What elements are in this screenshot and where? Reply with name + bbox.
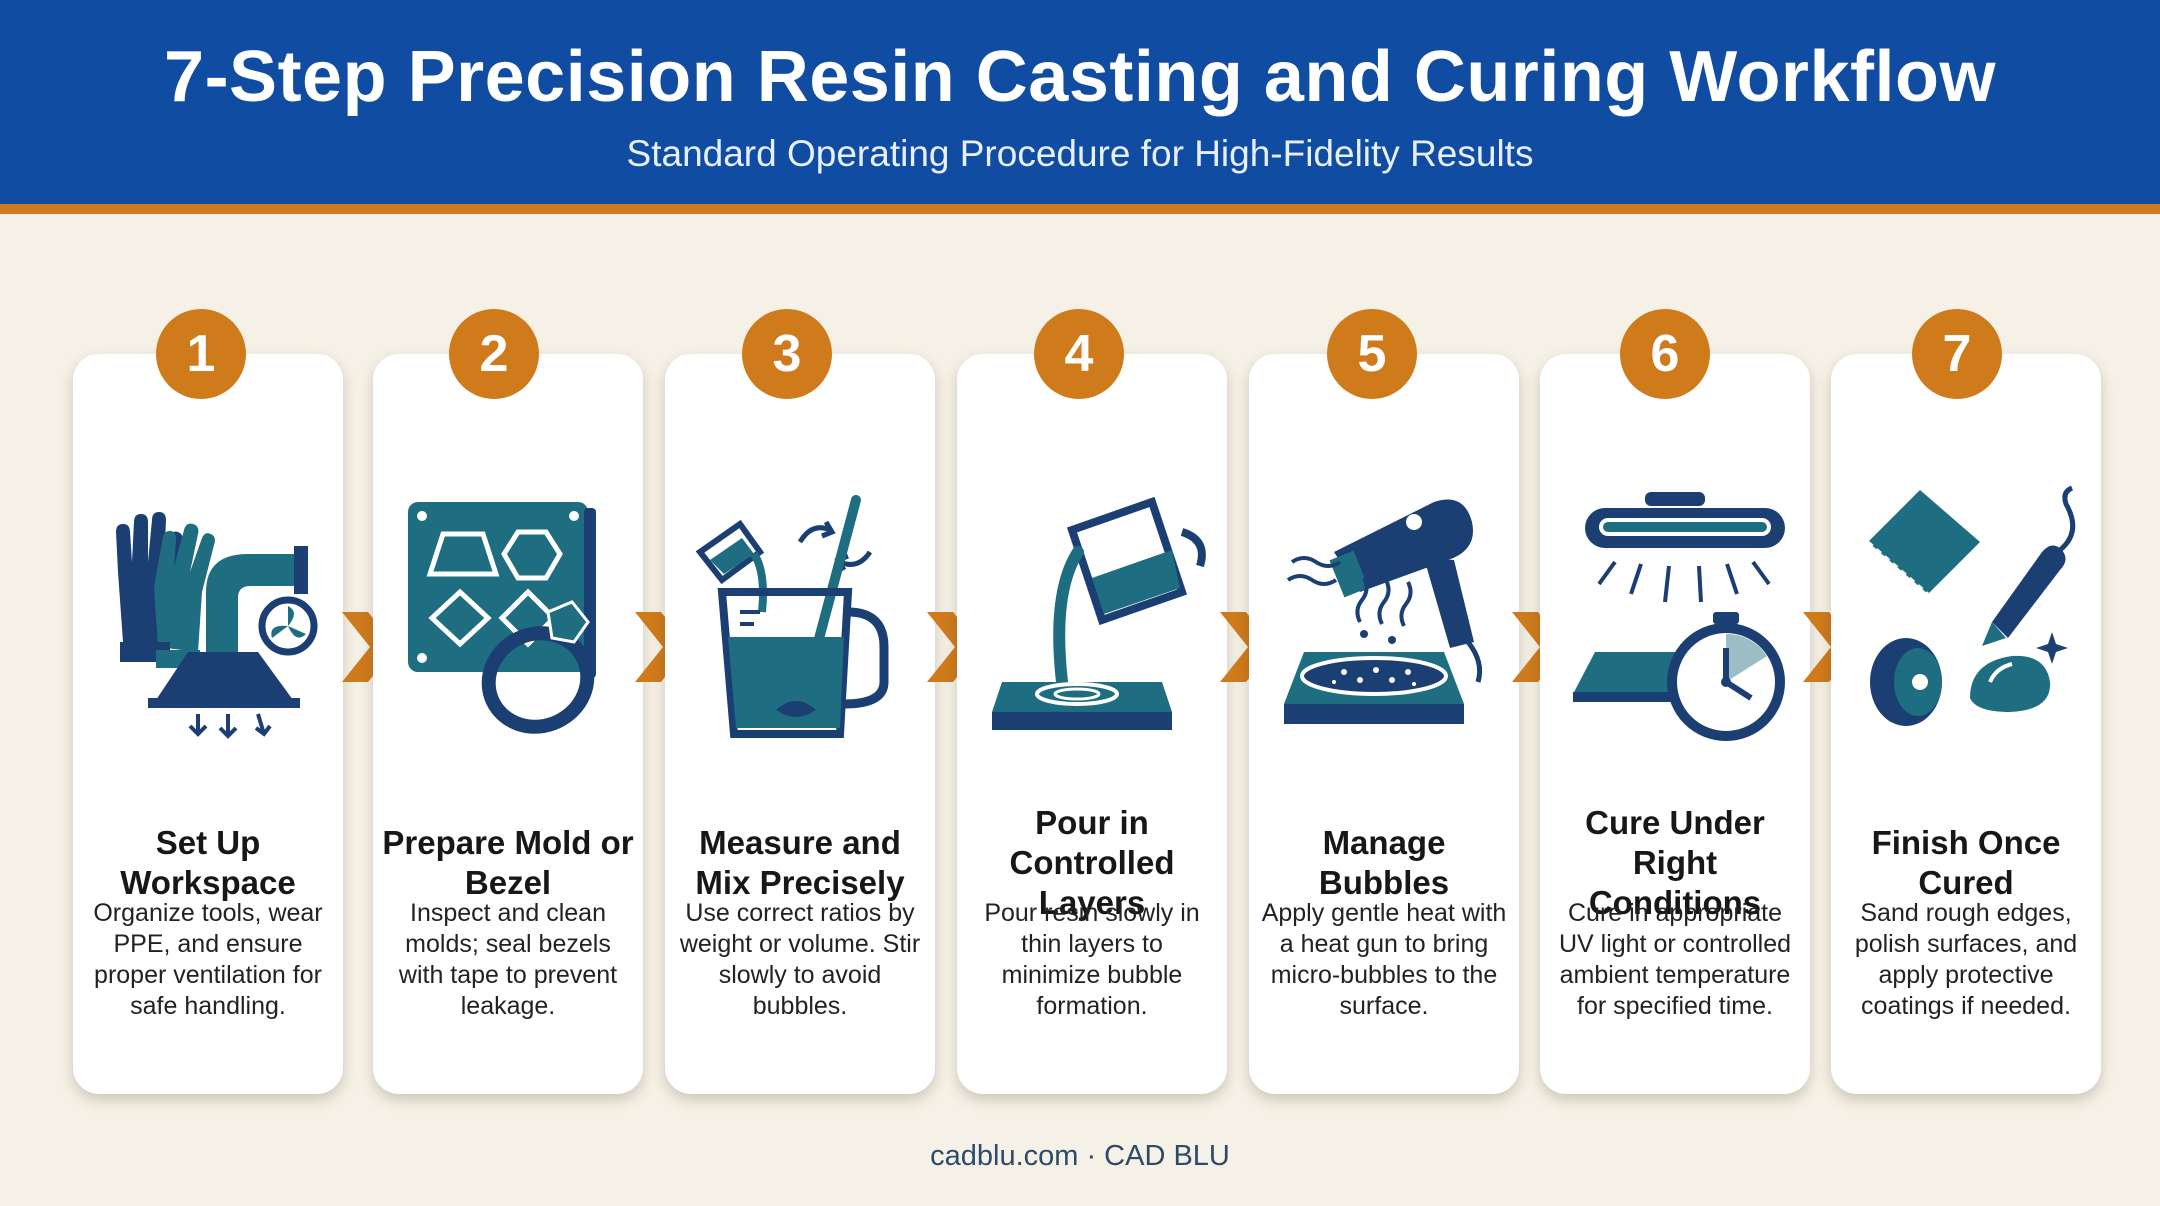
step-number-badge-5: 5: [1327, 309, 1417, 399]
pouring-cup-icon: [972, 442, 1212, 742]
step-card-1: Set Up Workspace Organize tools, wear PP…: [73, 354, 343, 1094]
step-card-4: Pour in Controlled Layers Pour resin slo…: [957, 354, 1227, 1094]
step-description: Cure in appropriate UV light or controll…: [1558, 899, 1792, 1020]
step-description: Use correct ratios by weight or volume. …: [679, 899, 921, 1020]
step-title: Prepare Mold or Bezel: [382, 824, 634, 901]
footer-credit: cadblu.com · CAD BLU: [930, 1140, 1230, 1172]
step-title: Measure and Mix Precisely: [695, 824, 905, 901]
step-description: Inspect and clean molds; seal bezels wit…: [398, 899, 618, 1020]
step-description: Pour resin slowly in thin layers to mini…: [984, 899, 1200, 1020]
step-card-6: Cure Under Right Conditions Cure in appr…: [1540, 354, 1810, 1094]
step-number-badge-3: 3: [742, 309, 832, 399]
step-number-badge-7: 7: [1912, 309, 2002, 399]
step-card-7: Finish Once Cured Sand rough edges, poli…: [1831, 354, 2101, 1094]
step-number-badge-4: 4: [1034, 309, 1124, 399]
step-title: Cure Under Right Conditions: [1585, 804, 1765, 921]
gloves-and-ventilation-hood-icon: [88, 442, 328, 742]
step-number-badge-2: 2: [449, 309, 539, 399]
step-card-3: Measure and Mix Precisely Use correct ra…: [665, 354, 935, 1094]
sanding-and-polishing-tools-icon: [1846, 442, 2086, 742]
uv-lamp-and-timer-icon: [1555, 442, 1795, 742]
step-card-5: Manage Bubbles Apply gentle heat with a …: [1249, 354, 1519, 1094]
step-title: Set Up Workspace: [120, 824, 296, 901]
step-description: Apply gentle heat with a heat gun to bri…: [1261, 899, 1507, 1020]
step-title: Pour in Controlled Layers: [1009, 804, 1175, 921]
step-description: Sand rough edges, polish surfaces, and a…: [1854, 899, 2078, 1020]
measuring-cup-and-stir-stick-icon: [680, 442, 920, 742]
page-subtitle: Standard Operating Procedure for High-Fi…: [626, 133, 1534, 174]
page-title: 7-Step Precision Resin Casting and Curin…: [164, 37, 1996, 117]
heat-gun-icon: [1264, 442, 1504, 742]
step-number-badge-6: 6: [1620, 309, 1710, 399]
mold-and-ring-bezel-icon: [388, 442, 628, 742]
step-title: Finish Once Cured: [1871, 824, 2061, 901]
step-number-badge-1: 1: [156, 309, 246, 399]
step-description: Organize tools, wear PPE, and ensure pro…: [93, 899, 323, 1020]
step-title: Manage Bubbles: [1318, 824, 1450, 901]
header-banner: 7-Step Precision Resin Casting and Curin…: [0, 0, 2160, 214]
step-card-2: Prepare Mold or Bezel Inspect and clean …: [373, 354, 643, 1094]
